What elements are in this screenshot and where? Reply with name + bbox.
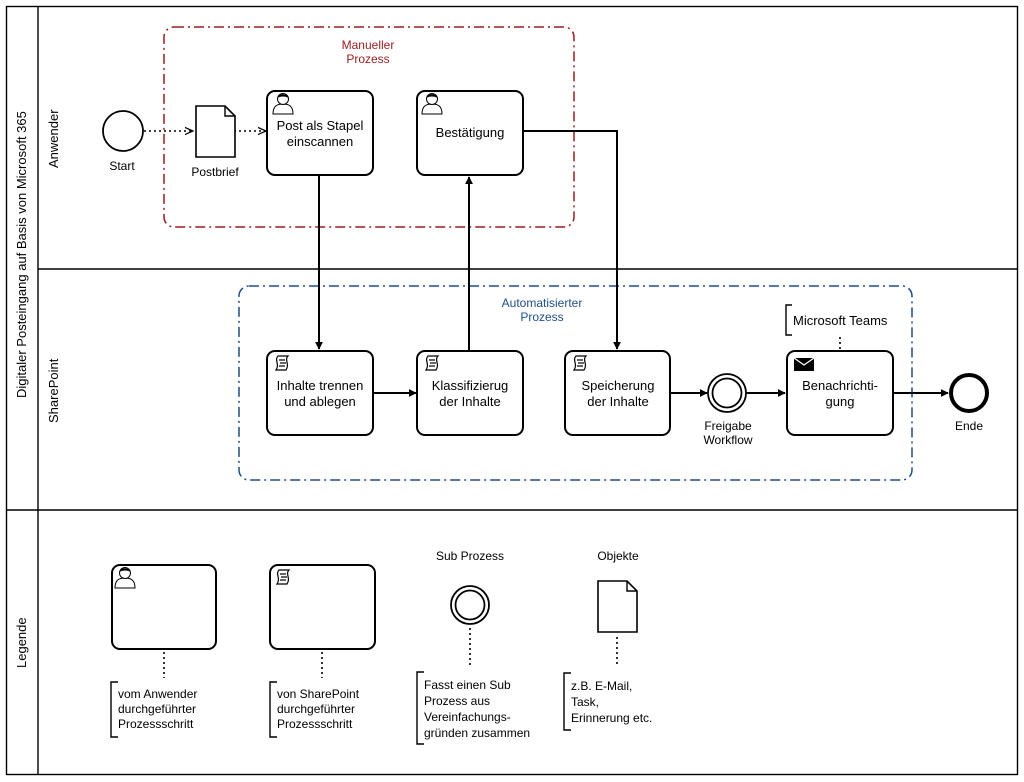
task-notify-label-2: gung [826, 394, 855, 409]
task-classify-label-2: der Inhalte [439, 394, 500, 409]
legend-user-text-1: vom Anwender [118, 687, 197, 701]
freigabe-label-1: Freigabe [704, 419, 752, 433]
script-icon [424, 355, 440, 371]
legend-sub-text-3: Vereinfachungs- [424, 710, 511, 724]
script-icon [274, 355, 290, 371]
end-event-label: Ende [955, 419, 983, 433]
legend-user-text-3: Prozessschritt [118, 717, 194, 731]
legend-sp-text-2: durchgeführter [277, 702, 355, 716]
annotation-text: Microsoft Teams [793, 313, 888, 328]
task-separate-label-1: Inhalte trennen [277, 378, 364, 393]
pool-title: Digitaler Posteingang auf Basis von Micr… [14, 111, 29, 398]
user-icon [272, 93, 294, 115]
annotation-microsoft-teams [785, 304, 841, 349]
freigabe-label-2: Workflow [703, 433, 752, 447]
group-auto-label-2: Prozess [520, 310, 563, 324]
legend-user-text-2: durchgeführter [118, 702, 196, 716]
legend-sub-title: Sub Prozess [436, 549, 504, 563]
group-manual-label-1: Manueller [342, 38, 395, 52]
start-event-label: Start [109, 159, 135, 173]
legend-obj-text-2: Task, [571, 695, 599, 709]
legend-sp-text-1: von SharePoint [277, 687, 360, 701]
task-store-label-2: der Inhalte [587, 394, 648, 409]
group-manual-label-2: Prozess [346, 52, 389, 66]
task-notify: Benachrichti- gung [786, 350, 894, 436]
legend-object-document-icon [563, 580, 638, 731]
lane-label-legende: Legende [14, 617, 29, 668]
legend-sp-text-3: Prozessschritt [277, 717, 353, 731]
legend-user-task [110, 564, 217, 738]
task-store-label-1: Speicherung [582, 378, 655, 393]
end-event [949, 373, 989, 413]
legend-sharepoint-task [269, 564, 376, 738]
task-notify-label-1: Benachrichti- [802, 378, 878, 393]
task-separate-label-2: und ablegen [284, 394, 356, 409]
task-separate: Inhalte trennen und ablegen [266, 350, 374, 436]
flow-confirm-store [523, 130, 621, 350]
legend-obj-text-1: z.B. E-Mail, [571, 679, 632, 693]
user-icon [114, 567, 136, 589]
task-classify: Klassifizierug der Inhalte [416, 350, 524, 436]
script-icon [572, 355, 588, 371]
flows [144, 130, 949, 397]
postbrief-label: Postbrief [191, 165, 239, 179]
legend-sub-text-2: Prozess aus [424, 694, 490, 708]
task-confirm-label: Bestätigung [436, 125, 505, 140]
legend-obj-title: Objekte [597, 549, 639, 563]
task-confirm: Bestätigung [416, 90, 524, 176]
task-scan-label-2: einscannen [287, 134, 354, 149]
postbrief-document-icon [195, 105, 236, 158]
group-auto-label-1: Automatisierter [502, 296, 583, 310]
task-scan: Post als Stapel einscannen [266, 90, 374, 176]
group-automated-process [238, 285, 913, 481]
script-icon [275, 569, 291, 585]
lane-label-anwender: Anwender [46, 109, 61, 168]
start-event [102, 110, 144, 152]
task-store: Speicherung der Inhalte [564, 350, 671, 436]
legend-sub-text-4: gründen zusammen [424, 726, 530, 740]
legend-sub-text-1: Fasst einen Sub [424, 678, 511, 692]
task-scan-label-1: Post als Stapel [277, 118, 364, 133]
group-manual-process [163, 26, 575, 228]
legend-sub-process-event [416, 585, 490, 745]
envelope-icon [793, 357, 815, 371]
legend-obj-text-3: Erinnerung etc. [571, 711, 652, 725]
intermediate-event-freigabe [707, 373, 747, 413]
user-icon [421, 93, 443, 115]
task-classify-label-1: Klassifizierug [432, 378, 509, 393]
lane-label-sharepoint: SharePoint [46, 358, 61, 423]
